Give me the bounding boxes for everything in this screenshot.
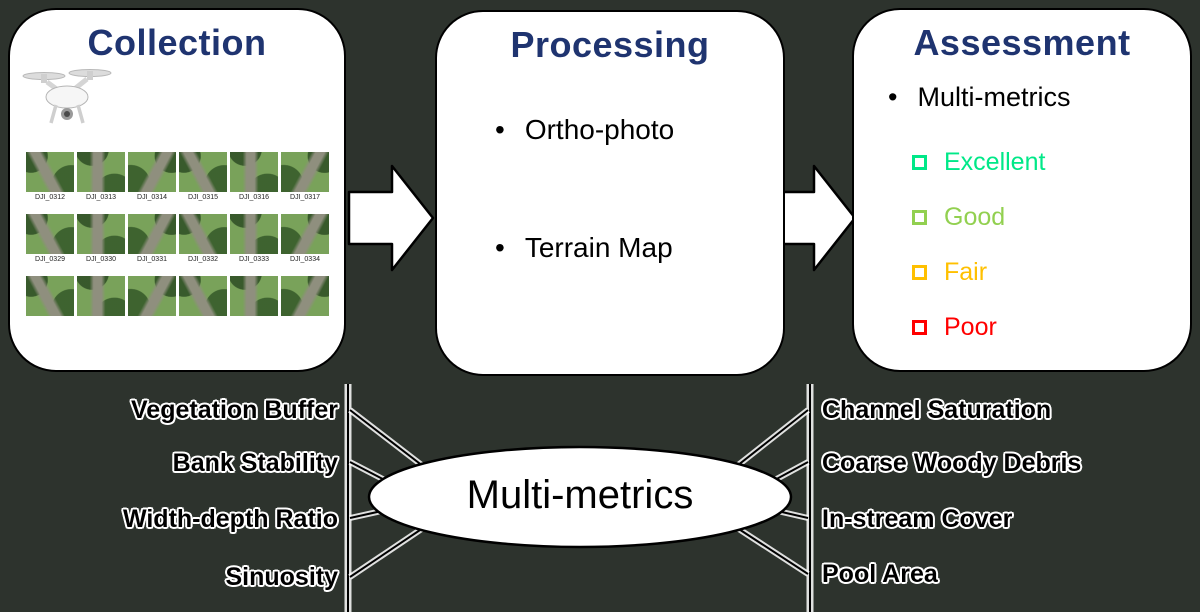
thumbnail-cell bbox=[179, 276, 227, 316]
aerial-thumbnail bbox=[281, 214, 329, 254]
rating-checkbox-icon bbox=[912, 155, 927, 170]
metric-vegetation-buffer: Vegetation Buffer bbox=[131, 396, 338, 424]
connector-channel-saturation bbox=[727, 409, 809, 474]
aerial-thumbnail bbox=[281, 276, 329, 316]
connector-sinuosity bbox=[349, 521, 433, 578]
thumbnail-filename: DJI_0329 bbox=[35, 256, 65, 263]
aerial-thumbnail-grid: DJI_0312 DJI_0313 DJI_0314 DJI_0315 DJI_… bbox=[26, 152, 329, 316]
metric-channel-saturation: Channel Saturation bbox=[822, 396, 1052, 424]
thumbnail-cell bbox=[77, 276, 125, 316]
thumbnail-filename: DJI_0312 bbox=[35, 194, 65, 201]
aerial-thumbnail bbox=[77, 214, 125, 254]
thumbnail-filename: DJI_0314 bbox=[137, 194, 167, 201]
thumbnail-filename: DJI_0330 bbox=[86, 256, 116, 263]
thumbnail-cell: DJI_0329 bbox=[26, 214, 74, 263]
thumbnail-filename: DJI_0317 bbox=[290, 194, 320, 201]
aerial-thumbnail bbox=[128, 276, 176, 316]
aerial-thumbnail bbox=[26, 152, 74, 192]
rating-item-fair: Fair bbox=[912, 258, 987, 287]
thumbnail-filename: DJI_0315 bbox=[188, 194, 218, 201]
thumbnail-cell: DJI_0313 bbox=[77, 152, 125, 201]
rating-checkbox-icon bbox=[912, 265, 927, 280]
aerial-thumbnail bbox=[77, 276, 125, 316]
thumbnail-cell: DJI_0332 bbox=[179, 214, 227, 263]
flow-arrow-collection-to-processing bbox=[347, 164, 435, 272]
thumbnail-cell: DJI_0333 bbox=[230, 214, 278, 263]
metric-coarse-woody-debris: Coarse Woody Debris bbox=[822, 449, 1082, 477]
flow-arrow-processing-to-assessment bbox=[780, 164, 857, 272]
aerial-thumbnail bbox=[230, 152, 278, 192]
aerial-thumbnail bbox=[26, 214, 74, 254]
connector-pool-area bbox=[727, 521, 809, 575]
assessment-panel: Assessment Multi-metrics Excellent Good … bbox=[852, 8, 1192, 372]
aerial-thumbnail bbox=[179, 276, 227, 316]
rating-label: Fair bbox=[944, 258, 988, 286]
rating-item-excellent: Excellent bbox=[912, 148, 1045, 177]
metric-width-depth-ratio: Width-depth Ratio bbox=[122, 505, 338, 533]
rating-item-good: Good bbox=[912, 203, 1005, 232]
rating-checkbox-icon bbox=[912, 210, 927, 225]
aerial-thumbnail bbox=[179, 214, 227, 254]
thumbnail-cell bbox=[281, 276, 329, 316]
aerial-thumbnail bbox=[230, 276, 278, 316]
metric-pool-area: Pool Area bbox=[822, 560, 938, 588]
processing-panel: Processing Ortho-photo Terrain Map bbox=[435, 10, 785, 376]
processing-item-ortho-photo: Ortho-photo bbox=[495, 114, 674, 146]
thumbnail-cell: DJI_0315 bbox=[179, 152, 227, 201]
thumbnail-cell: DJI_0334 bbox=[281, 214, 329, 263]
thumbnail-cell: DJI_0314 bbox=[128, 152, 176, 201]
metric-in-stream-cover: In-stream Cover bbox=[822, 505, 1013, 533]
rating-label: Good bbox=[944, 203, 1006, 231]
collection-panel: Collection DJI_0312 DJI_0313 DJI_0314 DJ… bbox=[8, 8, 346, 372]
thumbnail-filename: DJI_0316 bbox=[239, 194, 269, 201]
thumbnail-filename: DJI_0332 bbox=[188, 256, 218, 263]
thumbnail-filename: DJI_0313 bbox=[86, 194, 116, 201]
thumbnail-cell bbox=[26, 276, 74, 316]
processing-title: Processing bbox=[510, 24, 710, 65]
thumbnail-cell: DJI_0317 bbox=[281, 152, 329, 201]
aerial-thumbnail bbox=[128, 152, 176, 192]
thumbnail-cell: DJI_0331 bbox=[128, 214, 176, 263]
aerial-thumbnail bbox=[77, 152, 125, 192]
rating-checkbox-icon bbox=[912, 320, 927, 335]
thumbnail-filename: DJI_0333 bbox=[239, 256, 269, 263]
rating-label: Poor bbox=[944, 313, 997, 341]
aerial-thumbnail bbox=[128, 214, 176, 254]
rating-label: Excellent bbox=[944, 148, 1046, 176]
thumbnail-cell: DJI_0312 bbox=[26, 152, 74, 201]
thumbnail-filename: DJI_0334 bbox=[290, 256, 320, 263]
assessment-title: Assessment bbox=[913, 22, 1131, 63]
metric-sinuosity: Sinuosity bbox=[225, 563, 338, 591]
thumbnail-cell: DJI_0330 bbox=[77, 214, 125, 263]
rating-item-poor: Poor bbox=[912, 313, 997, 342]
processing-item-terrain-map: Terrain Map bbox=[495, 232, 673, 264]
thumbnail-cell bbox=[128, 276, 176, 316]
collection-title: Collection bbox=[87, 22, 267, 63]
thumbnail-cell bbox=[230, 276, 278, 316]
connector-vegetation-buffer bbox=[349, 409, 433, 474]
metric-bank-stability: Bank Stability bbox=[172, 449, 338, 477]
thumbnail-cell: DJI_0316 bbox=[230, 152, 278, 201]
assessment-bullet-multi-metrics: Multi-metrics bbox=[888, 82, 1070, 113]
aerial-thumbnail bbox=[230, 214, 278, 254]
aerial-thumbnail bbox=[179, 152, 227, 192]
drone-icon bbox=[22, 69, 112, 124]
multi-metrics-hub-label: Multi-metrics bbox=[466, 473, 694, 517]
thumbnail-filename: DJI_0331 bbox=[137, 256, 167, 263]
aerial-thumbnail bbox=[26, 276, 74, 316]
aerial-thumbnail bbox=[281, 152, 329, 192]
